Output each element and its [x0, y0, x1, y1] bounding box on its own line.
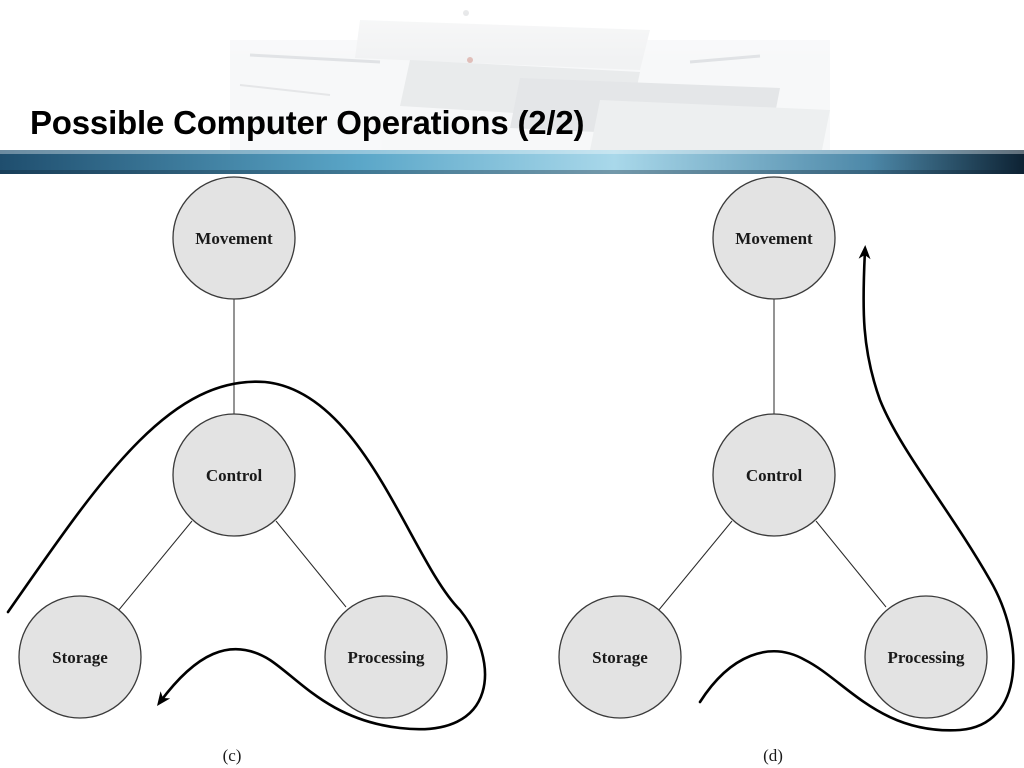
node-storage: Storage — [18, 595, 142, 719]
slide-title: Possible Computer Operations (2/2) — [30, 104, 585, 141]
node-label-storage: Storage — [592, 648, 648, 667]
node-storage: Storage — [558, 595, 682, 719]
node-label-movement: Movement — [735, 229, 813, 248]
node-processing: Processing — [864, 595, 988, 719]
flow-path — [6, 380, 487, 731]
header-band — [0, 150, 1024, 174]
node-label-processing: Processing — [347, 648, 425, 667]
node-label-control: Control — [746, 466, 803, 485]
node-label-movement: Movement — [195, 229, 273, 248]
caption-c: (c) — [223, 746, 242, 765]
node-movement: Movement — [712, 176, 836, 300]
flow-path — [698, 245, 1015, 732]
caption-d: (d) — [763, 746, 783, 765]
node-label-storage: Storage — [52, 648, 108, 667]
edge-control-processing — [815, 520, 887, 608]
node-label-control: Control — [206, 466, 263, 485]
edge-control-storage — [117, 520, 193, 612]
node-label-processing: Processing — [887, 648, 965, 667]
node-control: Control — [172, 413, 296, 537]
edge-control-processing — [275, 520, 347, 608]
edge-control-storage — [657, 520, 733, 612]
diagram-c: Movement Control Storage Processing (c) — [6, 176, 487, 765]
diagram-d: Movement Control Storage Processing (d) — [558, 176, 1015, 765]
node-movement: Movement — [172, 176, 296, 300]
header-banner — [0, 0, 1024, 174]
node-control: Control — [712, 413, 836, 537]
node-processing: Processing — [324, 595, 448, 719]
